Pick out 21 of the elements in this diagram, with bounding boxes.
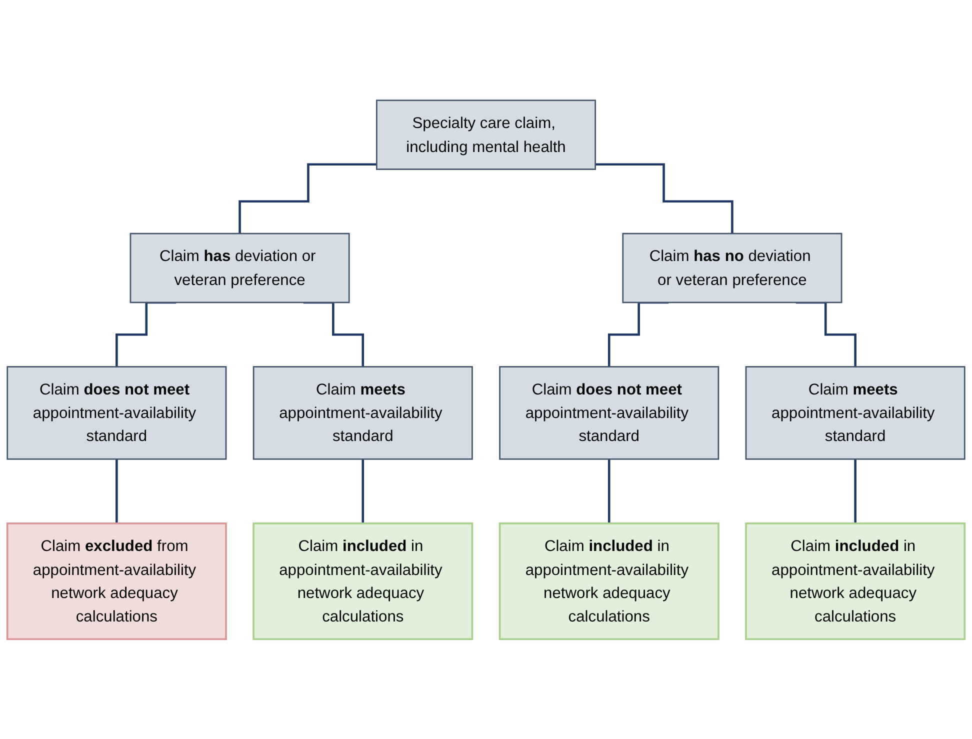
node-box: Claim excluded from appointment-availability network adequacy calculations (6, 522, 227, 640)
connector (116, 301, 176, 368)
connector (362, 458, 364, 524)
node-box: Claim does not meet appointment-availability standard (6, 366, 227, 460)
node-box: Claim meets appointment-availability standard (252, 366, 473, 460)
node-box: Specialty care claim, including mental health (376, 99, 596, 170)
node-box: Claim included in appointment-availability network adequacy calculations (252, 522, 474, 640)
connector (608, 301, 669, 368)
node-box: Claim has deviation or veteran preference (130, 232, 350, 303)
connector (116, 458, 118, 524)
connector (796, 301, 856, 368)
node-box: Claim does not meet appointment-availability standard (499, 366, 720, 460)
node-box: Claim has no deviation or veteran preference (622, 232, 842, 303)
connector (854, 458, 856, 524)
connector (303, 301, 364, 368)
connector (238, 162, 377, 234)
connector (608, 458, 610, 524)
connector (595, 162, 734, 234)
node-box: Claim included in appointment-availability network adequacy calculations (498, 522, 720, 640)
node-box: Claim included in appointment-availability network adequacy calculations (745, 522, 966, 640)
node-box: Claim meets appointment-availability standard (745, 366, 966, 460)
